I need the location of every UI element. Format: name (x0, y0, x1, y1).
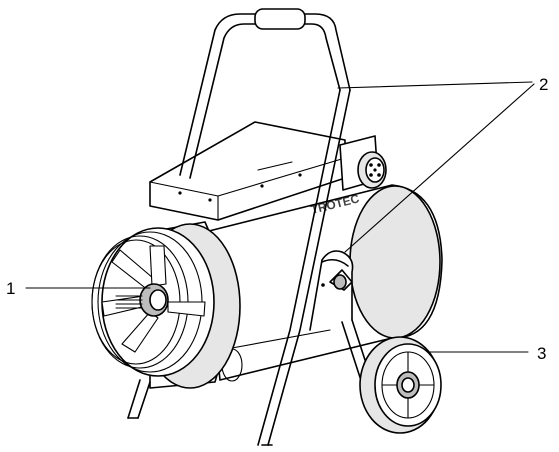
handle-frame (127, 8, 351, 446)
fan-blades (101, 245, 206, 353)
wheel (341, 319, 442, 434)
callout-3: 3 (537, 344, 546, 363)
control-box (149, 121, 346, 221)
power-socket (339, 135, 387, 191)
callout-lines (25, 81, 535, 353)
callout-1: 1 (6, 279, 15, 298)
callout-2: 2 (539, 75, 548, 94)
side-bracket (309, 250, 354, 331)
